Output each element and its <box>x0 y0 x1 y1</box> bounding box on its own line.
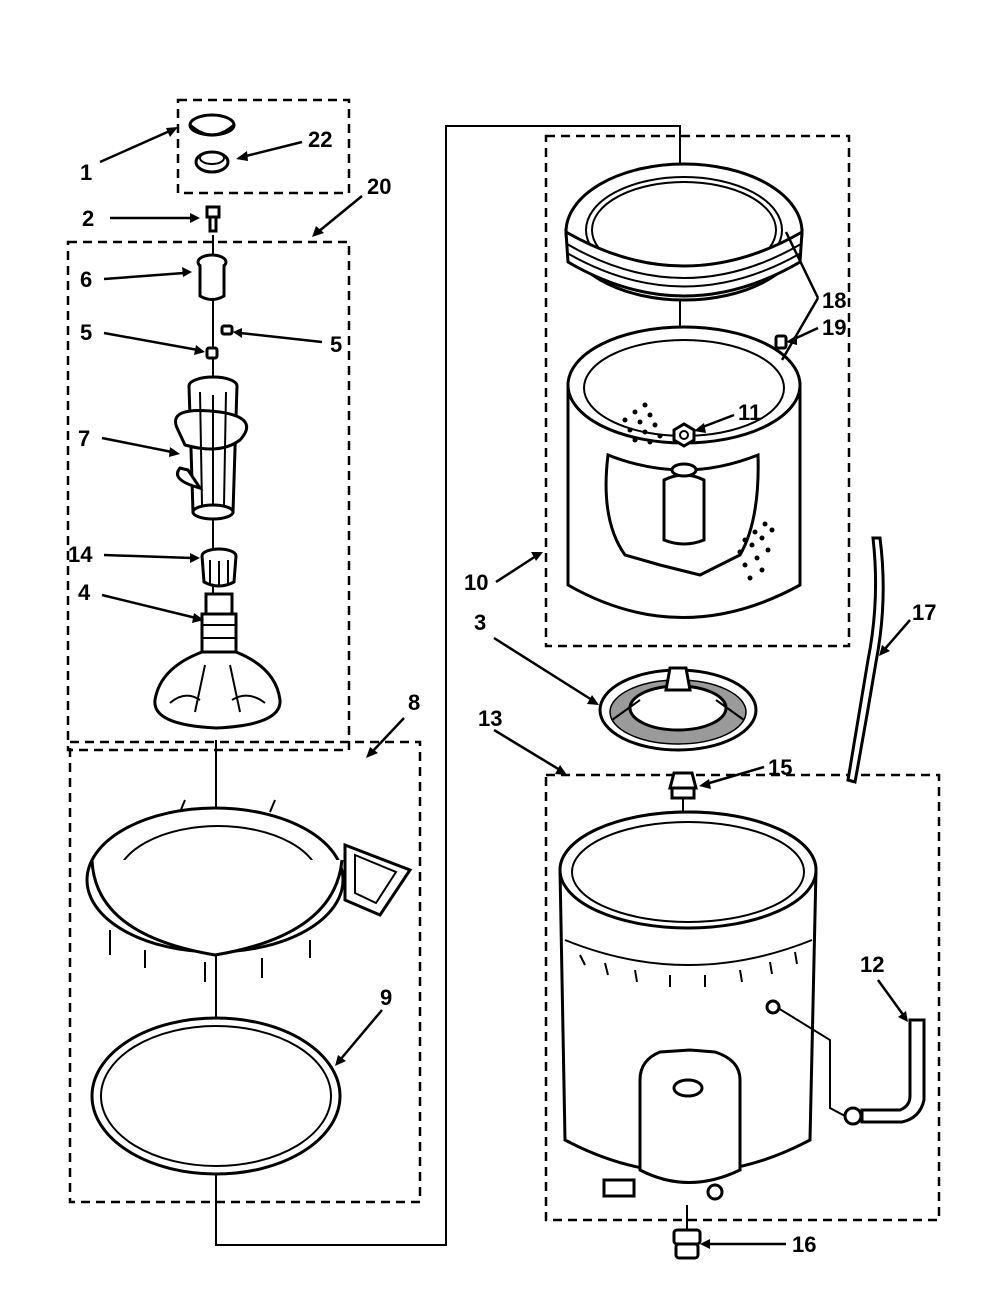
drain-hose <box>846 536 885 784</box>
agitator-base <box>153 592 282 730</box>
gasket-ring <box>90 1016 342 1176</box>
callout-6: 6 <box>80 267 92 292</box>
leader-lines <box>99 127 911 1249</box>
agitator-dog-right <box>220 324 234 336</box>
group-box-cap <box>176 98 351 195</box>
cap-seal <box>194 150 230 174</box>
group-box-tub <box>544 773 941 1222</box>
group-box-agitator <box>66 240 351 752</box>
callout-5-right: 5 <box>330 332 342 357</box>
callout-20: 20 <box>367 174 391 199</box>
basket-perforations-left <box>622 402 663 445</box>
agitator-cap <box>188 113 236 137</box>
callout-22: 22 <box>308 127 332 152</box>
callout-3: 3 <box>474 610 486 635</box>
callout-16: 16 <box>792 1232 816 1257</box>
tub-ring <box>85 799 413 982</box>
basket-drive-nut <box>672 422 696 448</box>
bolt <box>205 205 221 233</box>
callout-14: 14 <box>68 542 93 567</box>
balance-ring-screw <box>774 334 788 350</box>
callout-2: 2 <box>82 206 94 231</box>
callout-9: 9 <box>380 985 392 1010</box>
callout-18: 18 <box>822 288 846 313</box>
callout-17: 17 <box>912 600 936 625</box>
callout-12: 12 <box>860 952 884 977</box>
callout-5-left: 5 <box>80 320 92 345</box>
agitator-bearing <box>200 547 238 588</box>
group-box-basket <box>544 134 851 648</box>
agitator-dog-left <box>205 346 219 360</box>
balance-ring <box>564 162 804 302</box>
drive-hub <box>598 666 758 752</box>
spin-basket <box>566 325 802 619</box>
callout-1: 1 <box>80 160 92 185</box>
callout-19: 19 <box>822 315 846 340</box>
callout-10: 10 <box>464 570 488 595</box>
basket-perforations-right <box>737 521 775 581</box>
drain-nut <box>672 1205 702 1260</box>
callout-13: 13 <box>478 706 502 731</box>
callout-8: 8 <box>408 690 420 715</box>
callout-4: 4 <box>78 580 91 605</box>
callout-7: 7 <box>78 426 90 451</box>
callout-15: 15 <box>768 755 792 780</box>
fill-tube <box>777 1007 926 1126</box>
callout-11: 11 <box>738 400 761 425</box>
tub-coupling <box>668 771 698 800</box>
agitator-cam <box>196 253 228 301</box>
agitator-auger <box>174 375 249 521</box>
outer-tub <box>558 810 818 1201</box>
